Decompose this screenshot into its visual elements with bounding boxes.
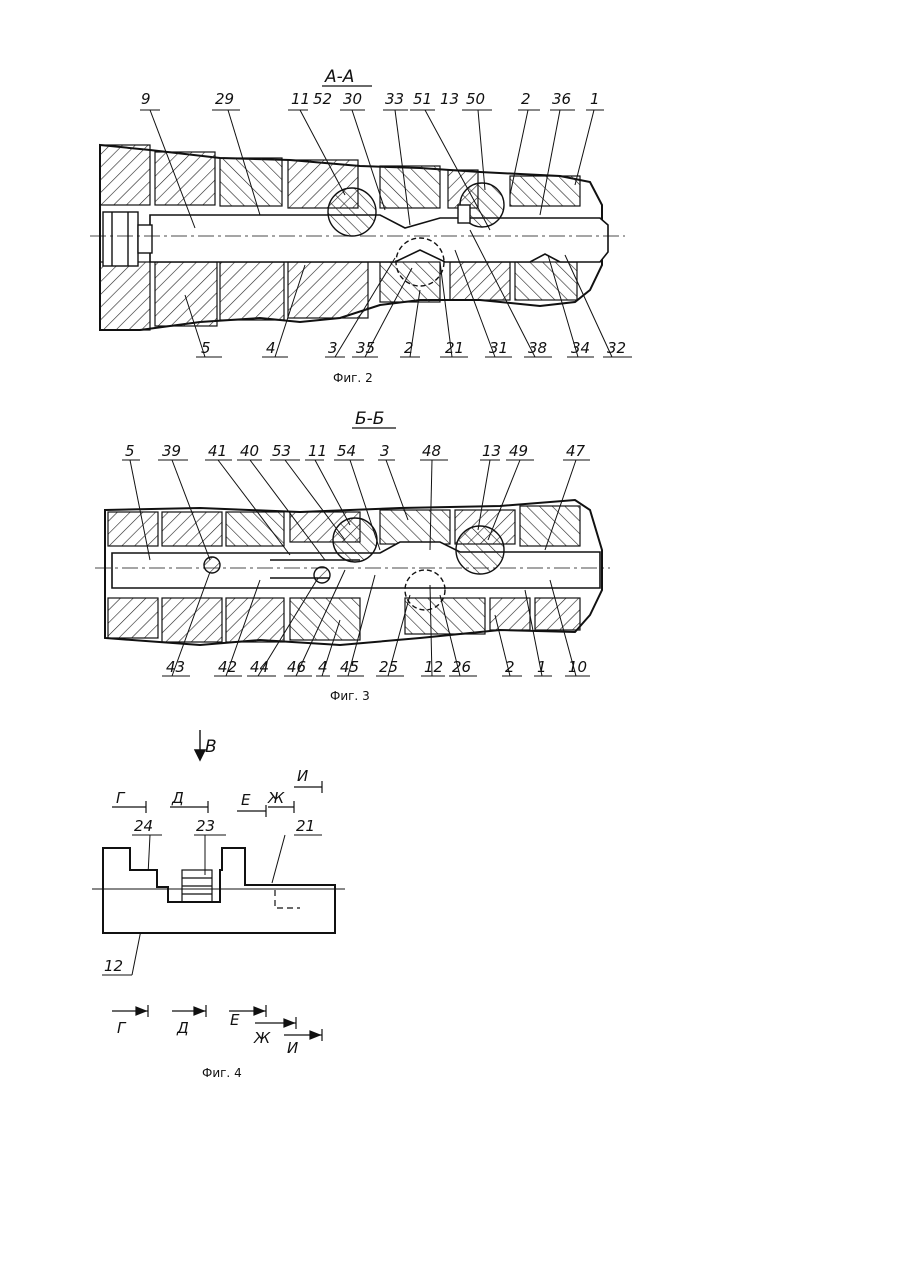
label: 23 bbox=[196, 817, 215, 835]
label: Д bbox=[176, 1019, 189, 1037]
label: 3 bbox=[380, 442, 390, 460]
view-label: В bbox=[205, 737, 217, 757]
label: 36 bbox=[552, 90, 571, 108]
label: Ж bbox=[267, 789, 285, 807]
part-12 bbox=[103, 848, 335, 933]
label: 52 bbox=[313, 90, 332, 108]
label: Е bbox=[230, 1011, 240, 1029]
position-arrows-top bbox=[112, 781, 322, 817]
label: 47 bbox=[566, 442, 586, 460]
label: 21 bbox=[445, 339, 464, 357]
label: 13 bbox=[440, 90, 459, 108]
label: 12 bbox=[104, 957, 123, 975]
rod bbox=[150, 215, 608, 262]
labels-bottom-fig2: 5 4 3 35 2 21 31 38 34 32 bbox=[201, 339, 626, 357]
label: 32 bbox=[607, 339, 626, 357]
label: 11 bbox=[291, 90, 310, 108]
label: 53 bbox=[272, 442, 291, 460]
label: 49 bbox=[509, 442, 528, 460]
labels-top-fig2: 9 29 11 52 30 33 51 13 50 2 36 1 bbox=[141, 90, 600, 108]
label: 10 bbox=[568, 658, 587, 676]
label: 40 bbox=[240, 442, 259, 460]
view-arrow-v bbox=[195, 730, 205, 760]
label: И bbox=[287, 1039, 298, 1057]
label: 39 bbox=[162, 442, 181, 460]
label: Д bbox=[171, 789, 184, 807]
label: 41 bbox=[208, 442, 227, 460]
caption-fig2: Фиг. 2 bbox=[333, 371, 373, 385]
label: 30 bbox=[343, 90, 362, 108]
caption-fig4: Фиг. 4 bbox=[202, 1066, 242, 1080]
section-title-a-a: А-А bbox=[324, 67, 354, 87]
hatched-lower bbox=[100, 262, 577, 330]
label: 24 bbox=[134, 817, 153, 835]
label: 48 bbox=[422, 442, 441, 460]
label: 2 bbox=[521, 90, 531, 108]
label: 5 bbox=[125, 442, 135, 460]
label: 51 bbox=[413, 90, 432, 108]
label: 50 bbox=[466, 90, 485, 108]
label: Г bbox=[116, 789, 126, 807]
label: 54 bbox=[337, 442, 356, 460]
label: Е bbox=[241, 791, 251, 809]
label: 35 bbox=[356, 339, 375, 357]
labels-top-fig3: 5 39 41 40 53 11 54 3 48 13 49 47 bbox=[125, 442, 586, 460]
label: И bbox=[297, 767, 308, 785]
figure-2: А-А 9 bbox=[0, 0, 901, 400]
label: 12 bbox=[424, 658, 443, 676]
label: 33 bbox=[385, 90, 404, 108]
label: 11 bbox=[308, 442, 327, 460]
slot-23 bbox=[182, 870, 212, 902]
bolt-head bbox=[103, 212, 152, 266]
position-markers-top: Г Д Е Ж И bbox=[116, 767, 308, 809]
caption-fig3: Фиг. 3 bbox=[330, 689, 370, 703]
position-arrows-bottom bbox=[112, 1005, 322, 1041]
label: 26 bbox=[452, 658, 471, 676]
label: 29 bbox=[215, 90, 234, 108]
hatched-lower-fig3 bbox=[108, 598, 580, 642]
label: 4 bbox=[266, 339, 276, 357]
figure-3: Б-Б 5 39 41 40 53 11 bbox=[0, 400, 901, 710]
label: 21 bbox=[296, 817, 315, 835]
label: 42 bbox=[218, 658, 237, 676]
label: 9 bbox=[141, 90, 151, 108]
label: Г bbox=[117, 1019, 127, 1037]
figure-4: В Г Д Е Ж И 24 23 21 12 bbox=[0, 715, 901, 1095]
label: 45 bbox=[340, 658, 359, 676]
label: 1 bbox=[590, 90, 600, 108]
position-markers-bottom: Г Д Е Ж И bbox=[117, 1011, 298, 1057]
section-title-b-b: Б-Б bbox=[355, 409, 384, 429]
label: Ж bbox=[253, 1029, 271, 1047]
label: 13 bbox=[482, 442, 501, 460]
